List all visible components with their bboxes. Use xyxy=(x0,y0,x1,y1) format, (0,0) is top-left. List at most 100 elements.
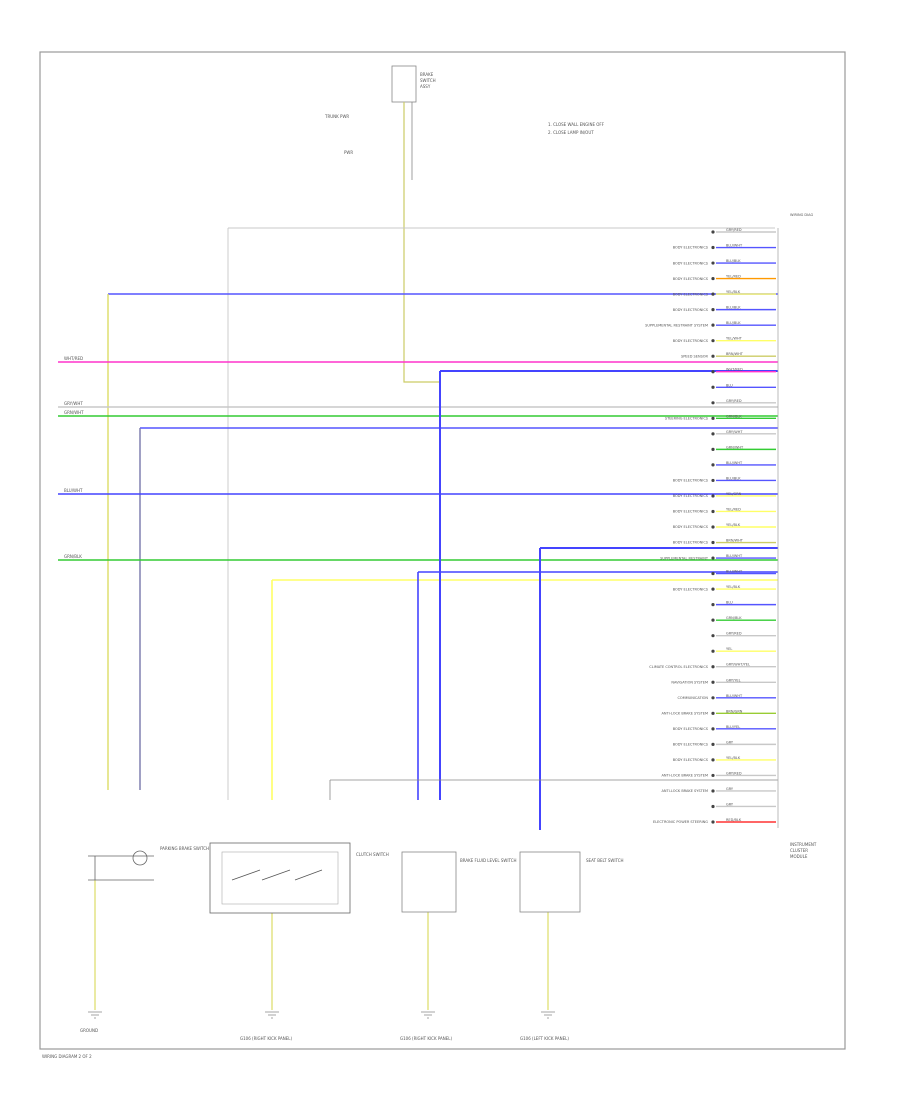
brake-fluid-ground: G106 (RIGHT KICK PANEL) xyxy=(400,1036,452,1041)
top-component-label-3: ASSY xyxy=(420,84,431,89)
connector-desc: ANTI-LOCK BRAKE SYSTEM xyxy=(661,774,708,778)
parking-brake-switch: PARKING BRAKE SWITCH GROUND xyxy=(80,846,209,1033)
left-wire-label: GRN/BLK xyxy=(64,554,82,559)
connector-wire-label: YEL/RED xyxy=(726,507,741,511)
connector-row: YEL xyxy=(711,647,776,653)
connector-wire-label: YEL/BLK xyxy=(726,585,741,589)
connector-row: GRN/BLK xyxy=(711,616,776,622)
connector-desc: BODY ELECTRONICS xyxy=(673,727,709,731)
seat-belt-label: SEAT BELT SWITCH xyxy=(586,858,624,863)
connector-wire-label: GRY/WHT xyxy=(726,430,743,434)
connector-pin xyxy=(711,571,715,576)
clutch-switch: CLUTCH SWITCH G106 (RIGHT KICK PANEL) xyxy=(209,842,389,1041)
footer-label: WIRING DIAGRAM 2 OF 2 xyxy=(42,1054,92,1059)
clutch-switch-ground: G106 (RIGHT KICK PANEL) xyxy=(240,1036,292,1041)
connector-row: GRY/WHT xyxy=(711,430,776,436)
connector-row: BLU/YEL BODY ELECTRONICS xyxy=(673,725,776,731)
connector-wire-label: BLU/BLK xyxy=(726,259,741,263)
connector-wire-label: BLU xyxy=(726,601,733,605)
left-wire-label: BLU/WHT xyxy=(64,488,83,493)
brake-fluid-switch: BRAKE FLUID LEVEL SWITCH G106 (RIGHT KIC… xyxy=(400,851,517,1041)
connector-pin xyxy=(711,323,715,327)
connector-pin xyxy=(711,758,715,762)
connector-desc: BODY ELECTRONICS xyxy=(673,292,709,296)
connector-desc: BODY ELECTRONICS xyxy=(673,246,709,250)
left-wire-label: WHT/RED xyxy=(64,356,83,361)
connector-row: BLU/WHT xyxy=(711,461,776,467)
connector-pin xyxy=(711,618,715,622)
connector-desc: BODY ELECTRONICS xyxy=(673,479,709,483)
connector-wire-label: BLU/BLK xyxy=(726,321,741,325)
connector-pin xyxy=(711,603,715,607)
connector-pin xyxy=(711,789,715,793)
connector-pin xyxy=(711,447,715,451)
connector-wire-label: YEL/BLK xyxy=(726,290,741,294)
connector-pin xyxy=(711,665,715,669)
connector-row: GRN/WHT xyxy=(711,445,776,451)
left-wire-label: GRY/WHT xyxy=(64,401,83,406)
connector-row: GRY BODY ELECTRONICS xyxy=(673,740,776,747)
connector-wire-label: GRY/RED xyxy=(726,399,742,403)
connector-pin xyxy=(711,649,715,653)
connector-wire-label: BLU/YEL xyxy=(726,725,740,729)
connector-wire-label: GRY xyxy=(726,740,734,744)
connector-pin xyxy=(711,587,715,591)
connector-pin xyxy=(711,711,715,715)
connector-wire-label: GRY/YEL xyxy=(726,678,741,682)
connector-desc: STEERING ELECTRONICS xyxy=(665,417,709,421)
top-label-a: TRUNK PWR xyxy=(324,114,349,119)
connector-wire-label: BLU/BLK xyxy=(726,476,741,480)
connector-desc: BODY ELECTRONICS xyxy=(673,587,709,591)
connector-row: GRY/RED xyxy=(711,632,776,638)
connector-pin xyxy=(711,401,715,405)
connector-wire-label: GRY xyxy=(726,802,734,806)
connector-wire-label: BLU xyxy=(726,383,733,387)
top-label-b: PWR xyxy=(344,150,353,155)
connector-wire-label: BLU/WHT xyxy=(726,694,743,698)
connector-row: WHT/RED xyxy=(711,368,776,374)
connector-wire-label: BLU/WHT xyxy=(726,244,743,248)
connector-desc: ANTI-LOCK BRAKE SYSTEM xyxy=(661,712,708,716)
connector-label-1: INSTRUMENT xyxy=(790,842,817,847)
left-wire-labels: WHT/RED GRY/WHT GRN/WHT BLU/WHT GRN/BLK xyxy=(64,356,84,559)
wires xyxy=(58,102,779,1010)
connector-wire-label: RED/BLK xyxy=(726,818,742,822)
connector-row: BLU/WHT BODY ELECTRONICS xyxy=(673,244,776,250)
connector-row: BLU/BLK BODY ELECTRONICS xyxy=(673,476,776,483)
connector-pin xyxy=(711,276,715,281)
connector-pin xyxy=(711,308,715,312)
connector-row: RED/BLK ELECTRONIC POWER STEERING xyxy=(653,818,776,824)
note-1: 1. CLOSE WALL ENGINE OFF xyxy=(548,122,605,127)
seat-belt-ground: G106 (LEFT KICK PANEL) xyxy=(520,1036,569,1041)
connector-pin xyxy=(711,525,715,529)
connector-pin xyxy=(711,261,715,265)
connector-wire-label: BLU/BLK xyxy=(726,306,741,310)
connector-pin xyxy=(711,463,715,467)
connector-label-3: MODULE xyxy=(790,854,808,859)
connector-wire-label: GRN/WHT xyxy=(726,445,744,449)
connector-wire-label: GRY/RED xyxy=(726,632,742,636)
connector-desc: SPEED SENSOR xyxy=(681,354,709,358)
connector-wire-label: GRY xyxy=(726,787,734,791)
connector-desc: BODY ELECTRONICS xyxy=(673,743,709,747)
connector-desc: BODY ELECTRONICS xyxy=(673,541,709,545)
connector-wire-label: GRY/RED xyxy=(726,771,742,775)
connector-wire-label: BLU/WHT xyxy=(726,554,743,558)
connector-desc: ELECTRONIC POWER STEERING xyxy=(653,820,708,824)
connector-pin xyxy=(711,478,715,483)
clutch-switch-label: CLUTCH SWITCH xyxy=(356,852,389,857)
right-connector: GRY/RED BLU/WHT BODY ELECTRONICS BLU/BLK BOD… xyxy=(645,228,776,824)
